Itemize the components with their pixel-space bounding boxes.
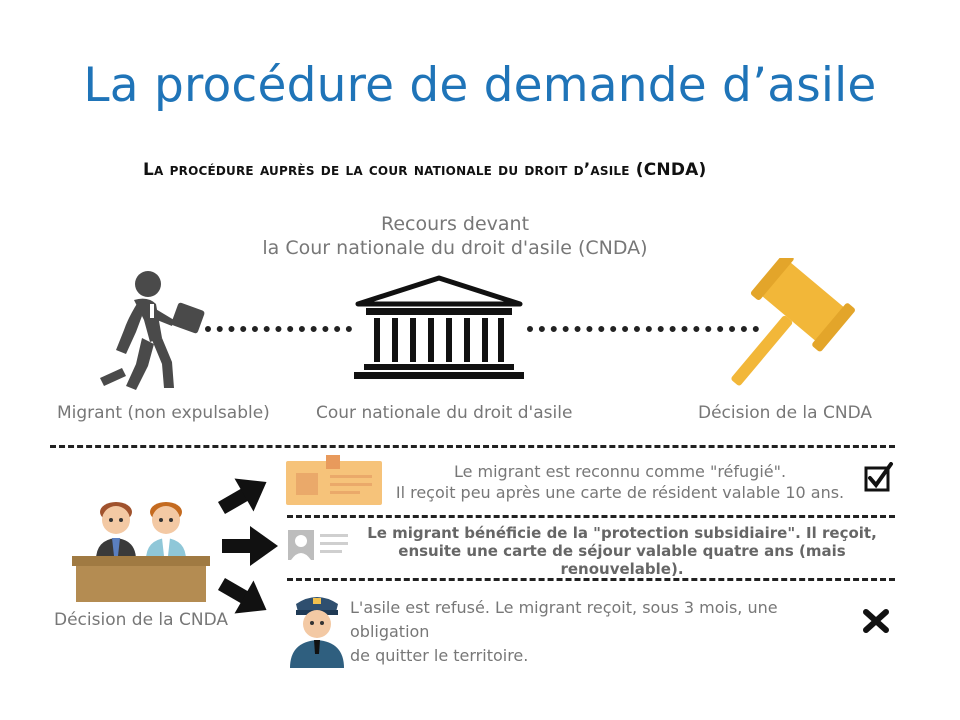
outcome-refugee-text: Le migrant est reconnu comme "réfugié". … (380, 461, 860, 503)
recours-line-1: Recours devant (380, 213, 530, 235)
dashed-separator-main (50, 445, 895, 448)
dotted-connector-left (205, 326, 352, 332)
outcome-protection-line-2: ensuite une carte de séjour valable quat… (398, 542, 846, 560)
dashed-separator-1 (287, 515, 895, 518)
resident-card-icon (286, 455, 382, 505)
cross-icon (863, 609, 889, 633)
outcome-refugee-line-2: Il reçoit peu après une carte de résiden… (395, 483, 845, 502)
court-caption: Cour nationale du droit d'asile (316, 403, 573, 423)
recours-line-2: la Cour nationale du droit d'asile (CNDA… (262, 237, 648, 259)
migrant-caption: Migrant (non expulsable) (57, 403, 270, 423)
page-subtitle: La procédure auprès de la cour nationale… (143, 160, 707, 180)
recours-label: Recours devant la Cour nationale du droi… (230, 212, 680, 260)
outcome-refused-line-2: de quitter le territoire. (350, 646, 529, 665)
page-title: La procédure de demande d’asile (83, 58, 877, 113)
migrant-walking-icon (100, 271, 205, 390)
outcome-refused-line-1: L'asile est refusé. Le migrant reçoit, s… (350, 598, 778, 641)
courthouse-icon (354, 275, 524, 379)
judges-icon (72, 502, 210, 602)
arrow-right-icon (222, 526, 278, 566)
arrow-up-right-icon (217, 478, 267, 515)
police-officer-icon (290, 597, 344, 668)
gavel-icon (731, 258, 855, 386)
outcome-protection-line-3: renouvelable). (560, 560, 684, 578)
decision-caption-top: Décision de la CNDA (698, 403, 872, 423)
outcome-refugee-line-1: Le migrant est reconnu comme "réfugié". (453, 462, 787, 481)
residence-permit-icon (288, 530, 348, 560)
outcome-protection-text: Le migrant bénéficie de la "protection s… (352, 524, 892, 578)
decision-caption-bottom: Décision de la CNDA (54, 610, 228, 630)
outcome-protection-line-1: Le migrant bénéficie de la "protection s… (367, 524, 877, 542)
arrow-down-right-icon (217, 577, 267, 614)
check-icon (864, 462, 893, 492)
dashed-separator-2 (287, 578, 895, 581)
outcome-refused-text: L'asile est refusé. Le migrant reçoit, s… (350, 596, 860, 668)
dotted-connector-right (527, 326, 759, 332)
